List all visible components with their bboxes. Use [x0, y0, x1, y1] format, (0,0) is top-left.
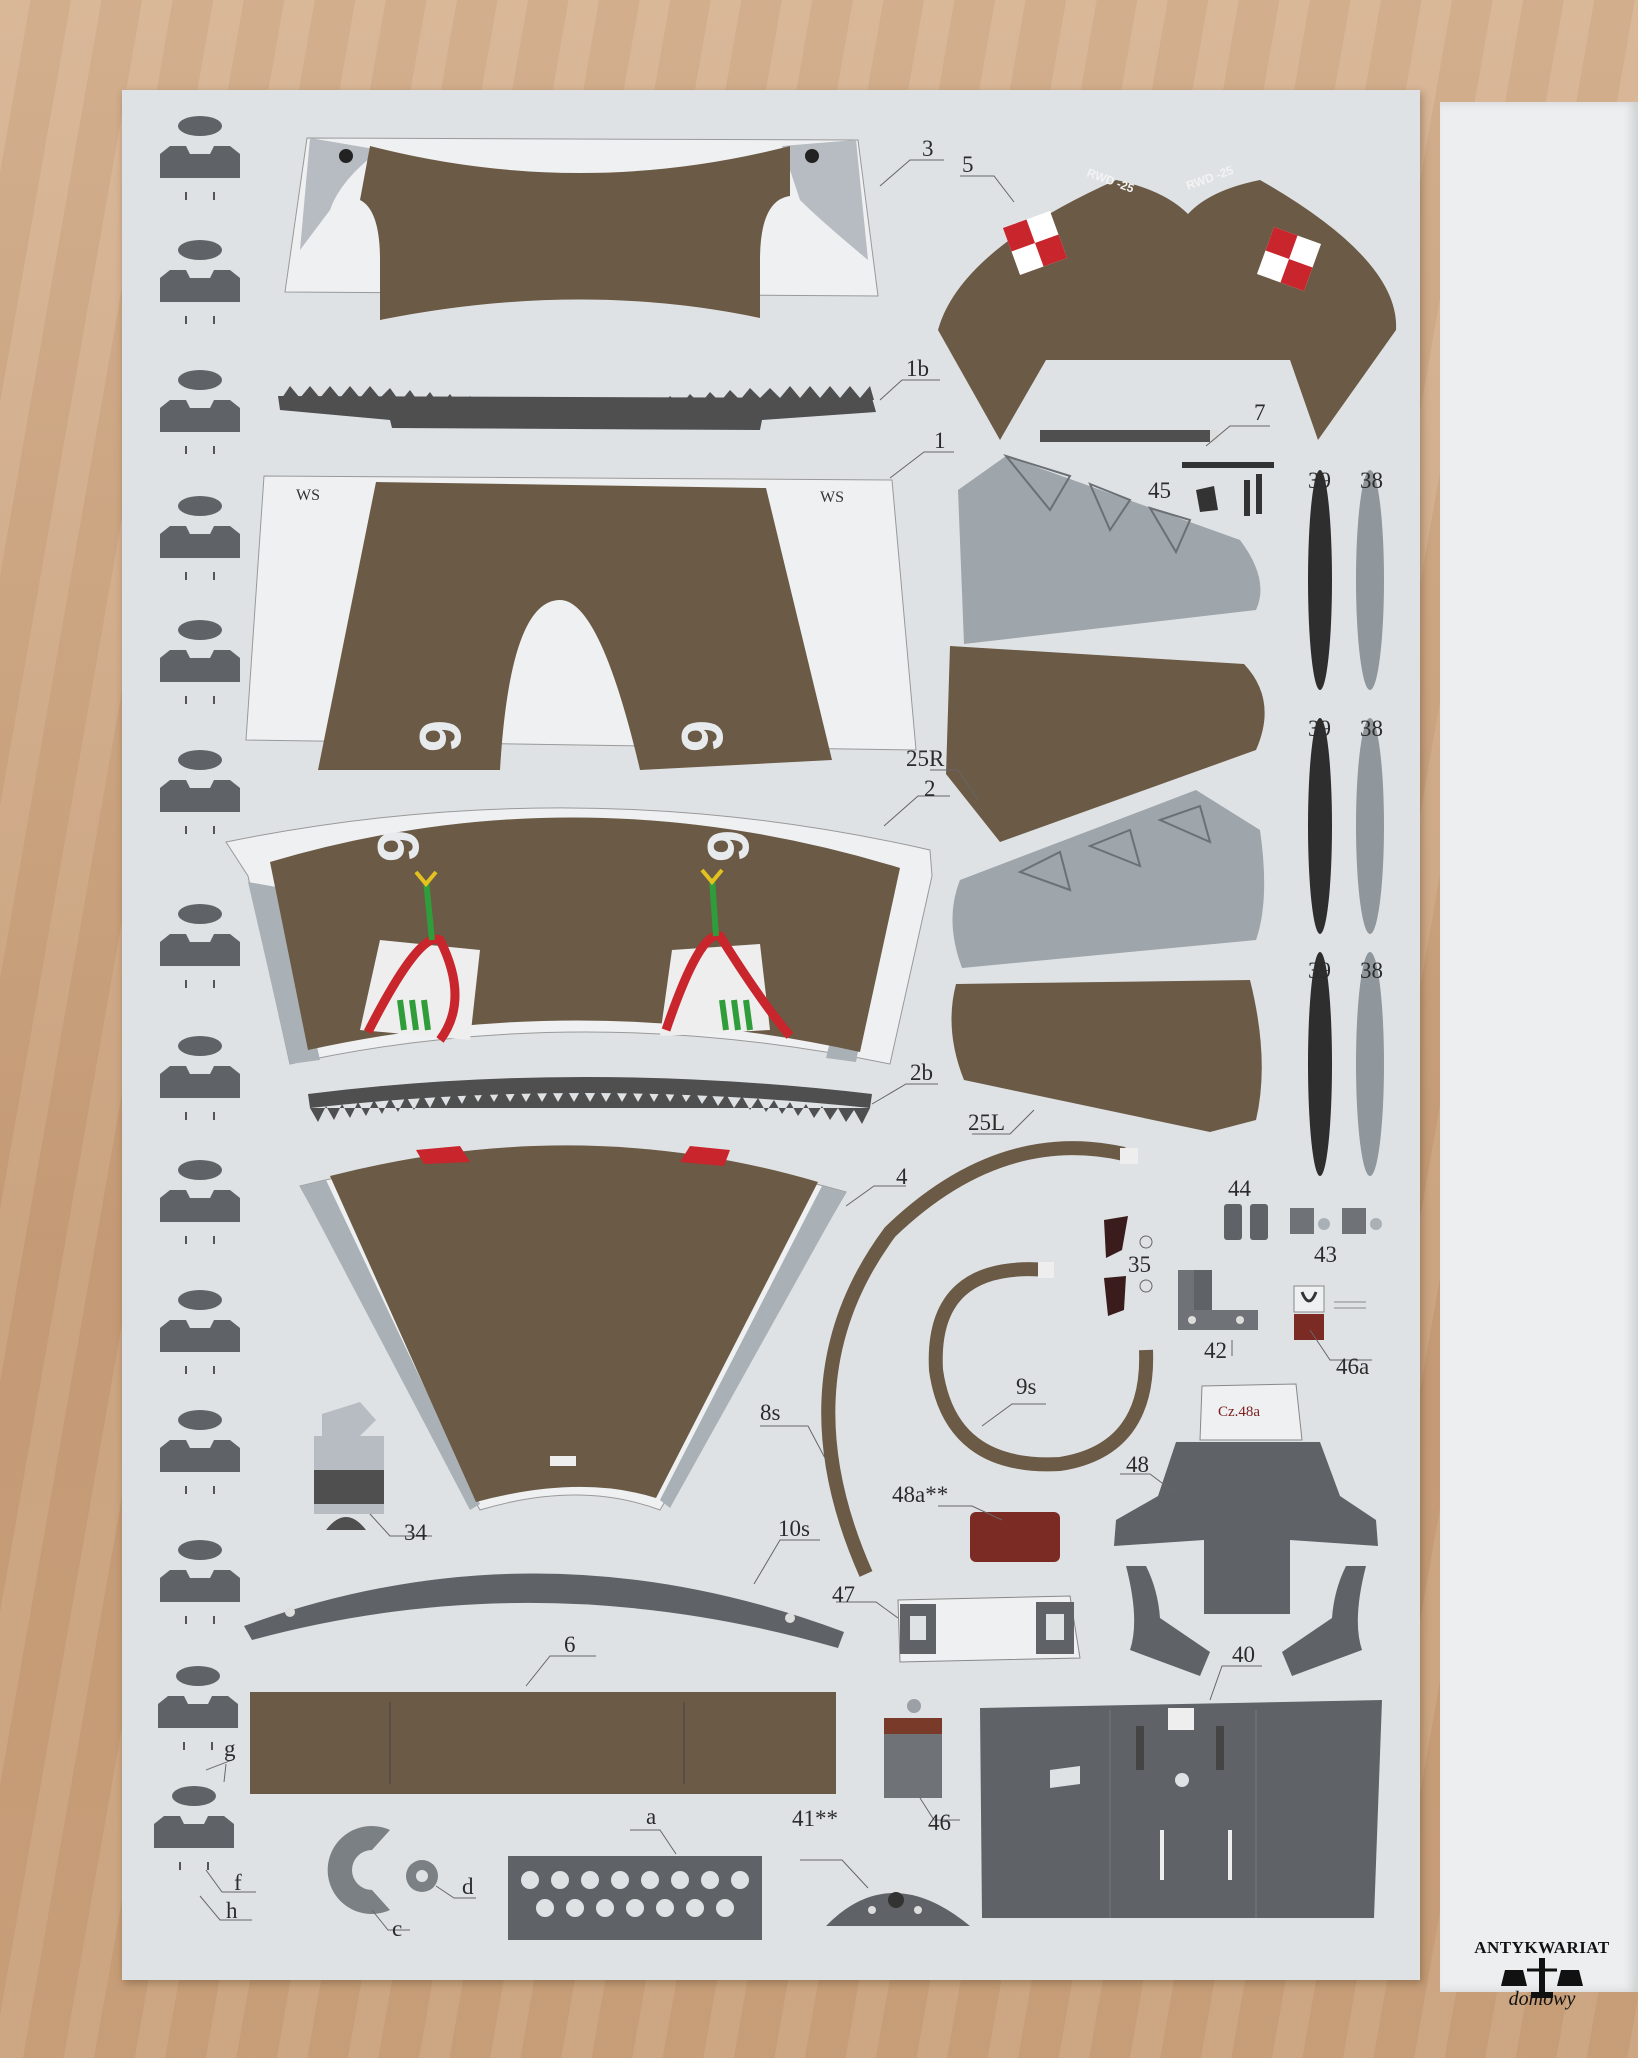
label-4: 4	[896, 1164, 908, 1189]
number-six-right-2: 6	[695, 830, 760, 862]
part-d	[406, 1860, 438, 1892]
label-2: 2	[924, 776, 936, 801]
part-8s	[821, 1141, 1138, 1577]
label-35: 35	[1128, 1252, 1151, 1277]
part-g	[205, 1759, 233, 1771]
label-d: d	[462, 1874, 474, 1899]
part-1: WS WS 6 6	[245, 475, 917, 770]
wing-code-right: RWD -25	[1184, 163, 1235, 193]
label-46a: 46a	[1336, 1354, 1369, 1379]
label-45: 45	[1148, 478, 1171, 503]
facing-blank-page	[1440, 102, 1638, 1992]
number-six-left: 6	[407, 720, 472, 752]
label-h: h	[226, 1898, 238, 1923]
part-1b	[278, 386, 876, 430]
part-41	[826, 1892, 970, 1926]
part-34	[314, 1402, 384, 1530]
label-c: c	[392, 1916, 402, 1941]
label-39-b: 39	[1308, 716, 1331, 741]
part-6	[250, 1692, 836, 1794]
propellers	[1308, 470, 1384, 1176]
part-47	[897, 1595, 1081, 1663]
label-1b: 1b	[906, 356, 929, 381]
part-c	[327, 1825, 390, 1915]
label-44: 44	[1228, 1176, 1252, 1201]
part-5: RWD -25 RWD -25	[938, 163, 1397, 440]
label-3: 3	[922, 136, 934, 161]
shop-subtitle: domowy	[1508, 1988, 1576, 2010]
label-25R: 25R	[906, 746, 945, 771]
label-f: f	[234, 1870, 242, 1895]
label-47: 47	[832, 1582, 855, 1607]
part-2b	[308, 1077, 872, 1124]
part-44	[1224, 1204, 1268, 1240]
label-43: 43	[1314, 1242, 1337, 1267]
part-7	[1040, 430, 1218, 442]
checkerboard-right	[1256, 226, 1322, 292]
part-9s	[928, 1262, 1154, 1472]
emblem-left	[360, 870, 480, 1043]
part-46a	[1293, 1285, 1366, 1340]
label-2b: 2b	[910, 1060, 933, 1085]
label-39-a: 39	[1308, 468, 1331, 493]
label-6: 6	[564, 1632, 576, 1657]
part-48: Cz.48a	[1114, 1383, 1378, 1676]
number-six-right: 6	[669, 720, 734, 752]
label-1: 1	[934, 428, 946, 453]
label-a: a	[646, 1804, 656, 1829]
seat-tag-label: Cz.48a	[1218, 1404, 1260, 1420]
number-six-left-2: 6	[365, 830, 430, 862]
label-38-b: 38	[1360, 716, 1383, 741]
part-42	[1178, 1270, 1258, 1330]
part-4	[299, 1145, 847, 1511]
label-g: g	[224, 1736, 236, 1761]
shop-name: ANTYKWARIAT	[1474, 1938, 1610, 1957]
label-38-a: 38	[1360, 468, 1383, 493]
leader-lines	[199, 159, 1372, 1931]
label-9s: 9s	[1016, 1374, 1037, 1399]
part-48a	[970, 1512, 1060, 1562]
label-42: 42	[1204, 1338, 1227, 1363]
label-34: 34	[404, 1520, 428, 1545]
label-10s: 10s	[778, 1516, 810, 1541]
ws-left-marking: WS	[296, 487, 320, 504]
checkerboard-left	[1002, 210, 1068, 276]
part-10s	[244, 1573, 844, 1648]
label-48: 48	[1126, 1452, 1149, 1477]
part-35	[1104, 1216, 1153, 1316]
part-25L	[951, 790, 1265, 1132]
left-tab-column	[153, 115, 241, 1871]
label-38-c: 38	[1360, 958, 1383, 983]
label-8s: 8s	[760, 1400, 781, 1425]
label-39-c: 39	[1308, 958, 1331, 983]
part-3	[284, 137, 879, 320]
label-25L: 25L	[968, 1110, 1005, 1135]
part-45	[1182, 462, 1274, 516]
part-2: 6 6	[225, 807, 933, 1065]
part-labels: 3 5 1b 1 7 45 39 38 39 38 39 38 25R 2 2b…	[224, 136, 1383, 1941]
part-46	[884, 1699, 942, 1798]
part-25R	[946, 454, 1265, 842]
label-48a: 48a**	[892, 1482, 948, 1507]
label-7: 7	[1254, 400, 1266, 425]
part-43	[1290, 1208, 1382, 1234]
ws-right-marking: WS	[820, 489, 844, 506]
label-46: 46	[928, 1810, 951, 1835]
part-a	[508, 1856, 762, 1940]
shop-watermark: ANTYKWARIAT domowy	[1462, 1938, 1622, 2011]
part-40	[980, 1700, 1382, 1918]
label-5: 5	[962, 152, 974, 177]
label-41: 41**	[792, 1806, 838, 1831]
label-40: 40	[1232, 1642, 1255, 1667]
emblem-right	[660, 868, 794, 1039]
lamp-logo-icon	[1501, 1958, 1583, 1998]
